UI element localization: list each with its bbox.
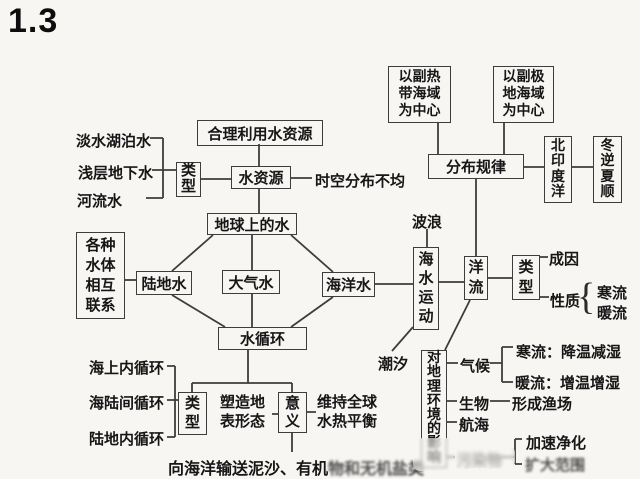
node-subpolar-center: 以副极地海域为中心 bbox=[493, 66, 554, 123]
node-distribution-rule: 分布规律 bbox=[428, 154, 524, 179]
node-atmospheric-water: 大气水 bbox=[222, 270, 280, 294]
label-cold-effect: 寒流：降温减湿 bbox=[516, 345, 622, 361]
node-sea-water-motion: 海水运动 bbox=[413, 247, 439, 330]
label-pollutant: 污染物 bbox=[457, 453, 503, 469]
node-meaning: 意义 bbox=[278, 392, 307, 433]
label-transport-to-ocean: 向海洋输送泥沙、有机物和无机盐类 bbox=[168, 461, 425, 478]
label-wave: 波浪 bbox=[412, 215, 443, 231]
node-winter-summer-rule: 冬逆夏顺 bbox=[593, 136, 622, 203]
label-heat-balance: 维持全球水热平衡 bbox=[317, 395, 378, 430]
label-tide: 潮汐 bbox=[378, 357, 409, 373]
brace-nature: { bbox=[577, 276, 596, 318]
node-water-cycle: 水循环 bbox=[218, 327, 307, 350]
label-warm-current: 暖流 bbox=[597, 306, 628, 322]
label-organism: 生物 bbox=[459, 397, 490, 413]
label-nature: 性质 bbox=[550, 294, 581, 310]
node-type-left: 类型 bbox=[176, 162, 201, 197]
node-subtropical-center: 以副热带海域为中心 bbox=[388, 66, 451, 123]
node-water-bodies-interlinked: 各种水体相互联系 bbox=[76, 232, 125, 319]
label-fishery: 形成渔场 bbox=[512, 397, 573, 413]
label-climate: 气候 bbox=[460, 359, 491, 375]
label-cold-current: 寒流 bbox=[597, 286, 628, 302]
label-shallow-groundwater: 浅层地下水 bbox=[78, 166, 154, 182]
node-land-water: 陆地水 bbox=[136, 271, 192, 295]
label-sea-land-cycle: 海陆间循环 bbox=[89, 396, 165, 412]
node-water-resources: 水资源 bbox=[231, 166, 291, 189]
label-land-internal-cycle: 陆地内循环 bbox=[89, 432, 165, 448]
label-sea-internal-cycle: 海上内循环 bbox=[89, 361, 165, 377]
node-ocean-water: 海洋水 bbox=[322, 272, 375, 297]
label-warm-effect: 暖流：增温增湿 bbox=[515, 376, 621, 392]
label-uneven-distribution: 时空分布不均 bbox=[315, 174, 406, 190]
node-earth-water: 地球上的水 bbox=[207, 213, 297, 235]
label-freshwater-lake: 淡水湖泊水 bbox=[76, 134, 152, 150]
label-shape-surface: 塑造地表形态 bbox=[220, 395, 266, 430]
page-title: 1.3 bbox=[8, 2, 59, 40]
node-type-bottom: 类型 bbox=[178, 392, 207, 435]
node-utilize-water-resources: 合理利用水资源 bbox=[197, 120, 323, 146]
node-north-indian-ocean: 北印度洋 bbox=[544, 136, 572, 203]
node-type-right: 类型 bbox=[512, 255, 540, 300]
label-expand-range: 扩大范围 bbox=[525, 458, 586, 474]
node-ocean-current: 洋流 bbox=[464, 256, 488, 300]
label-navigation: 航海 bbox=[459, 418, 490, 434]
node-geo-environment-influence: 对地理环境的影响 bbox=[421, 350, 447, 468]
label-river-water: 河流水 bbox=[77, 194, 123, 210]
label-cause: 成因 bbox=[549, 252, 580, 268]
label-purify: 加速净化 bbox=[526, 436, 587, 452]
